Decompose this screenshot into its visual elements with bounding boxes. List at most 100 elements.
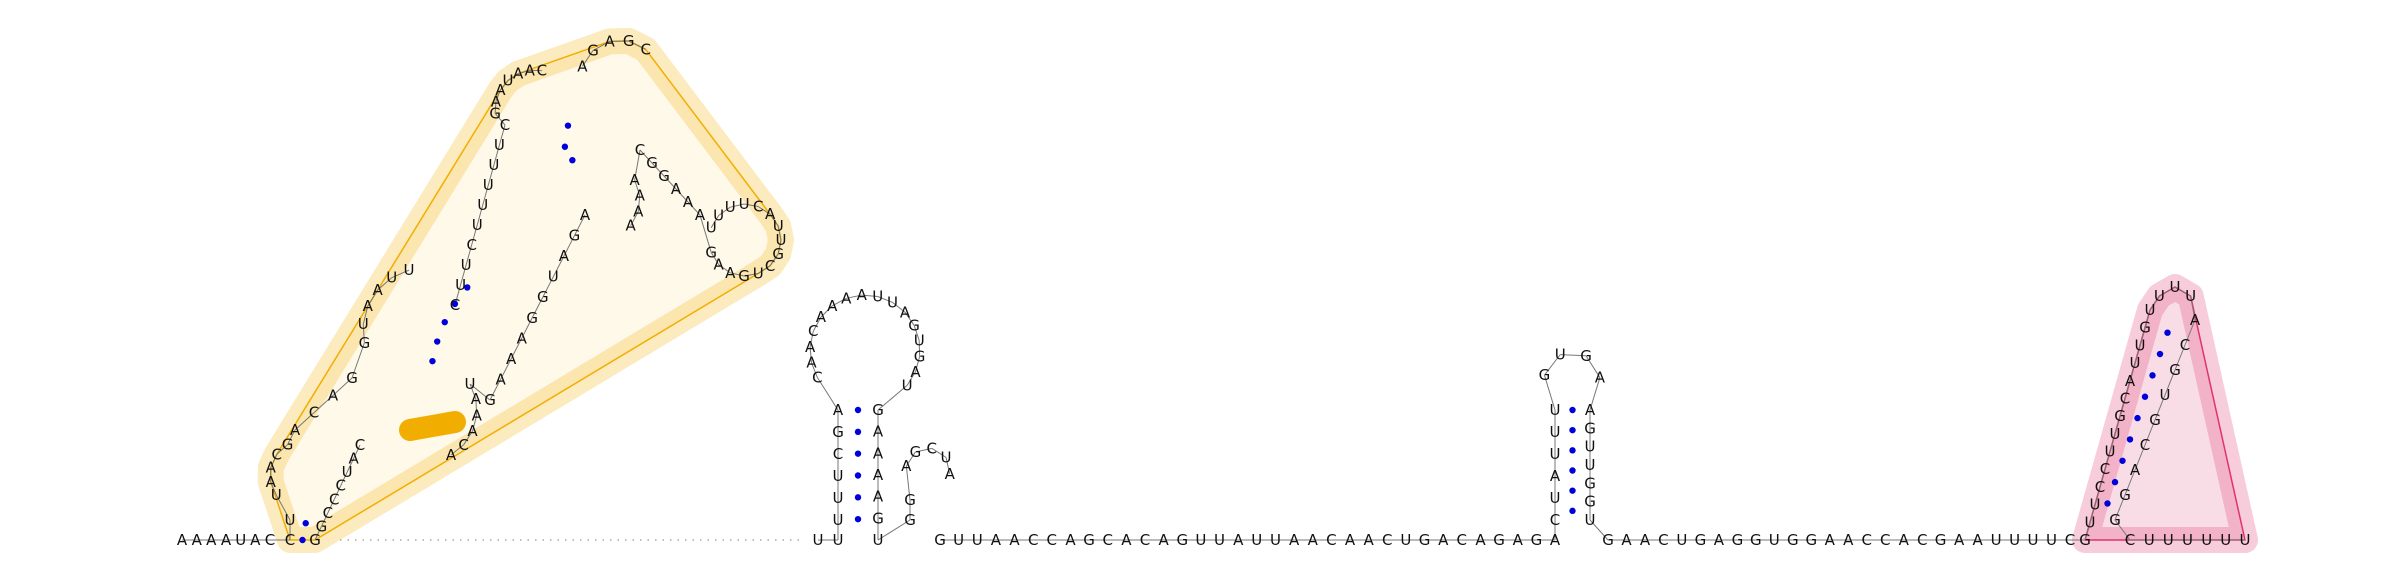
base-pair-dot	[2126, 436, 2134, 443]
nucleotide: U	[455, 276, 466, 294]
nucleotide: G	[908, 316, 920, 334]
nucleotide: A	[467, 422, 478, 440]
base-pair-dot	[2134, 414, 2141, 422]
backbone-bond	[2174, 286, 2191, 297]
domain-outlines	[257, 27, 2258, 553]
backbone-bond	[757, 265, 771, 274]
nucleotide: G	[282, 436, 294, 454]
backbone-bond	[2084, 522, 2091, 541]
nucleotide: A	[577, 57, 588, 75]
nucleotide: U	[2046, 531, 2057, 549]
nucleotide: C	[1382, 531, 1392, 549]
nucleotide: A	[491, 92, 502, 110]
nucleotide: A	[221, 531, 232, 549]
nucleotide: G	[1539, 366, 1551, 384]
backbone-bond	[2184, 319, 2196, 346]
nucleotide: A	[725, 264, 736, 282]
nucleotide: A	[363, 297, 374, 315]
nucleotide: U	[342, 463, 353, 481]
nucleotide: G	[934, 531, 946, 549]
nucleotide: A	[991, 531, 1002, 549]
nucleotide: U	[2220, 531, 2231, 549]
backbone-bond	[769, 253, 779, 267]
backbone-bond	[846, 294, 862, 299]
nucleotide: C	[833, 445, 843, 463]
nucleotide: A	[506, 350, 517, 368]
backbone-bond	[744, 203, 759, 207]
backbone-bond	[675, 188, 689, 203]
backbone-bond	[500, 358, 512, 380]
nucleotide: C	[285, 531, 295, 549]
backbone-bond	[906, 371, 916, 386]
nucleotide: G	[1176, 531, 1188, 549]
nucleotide: U	[1400, 531, 1411, 549]
base-pair-dot	[2164, 329, 2171, 336]
nucleotide: G	[623, 32, 635, 50]
nucleotide: U	[2009, 531, 2020, 549]
nucleotide: A	[901, 457, 912, 475]
backbone-bond	[510, 338, 523, 360]
backbone-bond	[563, 235, 575, 257]
nucleotide: U	[1676, 531, 1687, 549]
backbone-bond	[294, 412, 315, 431]
nucleotide: U	[2240, 531, 2251, 549]
nucleotide: U	[1195, 531, 1206, 549]
nucleotide: U	[833, 511, 844, 529]
nucleotide: G	[1580, 347, 1592, 365]
backbone-bond	[270, 481, 277, 496]
backbone-bond	[276, 444, 288, 455]
nucleotide: A	[900, 303, 911, 321]
backbone-bond	[687, 201, 701, 216]
nucleotide: A	[1121, 531, 1132, 549]
backbone-bond	[931, 447, 947, 458]
nucleotide: U	[1585, 456, 1596, 474]
backbone-bond	[811, 362, 818, 378]
backbone-bond	[913, 325, 920, 341]
nucleotide: C	[812, 369, 822, 387]
nucleotide: G	[309, 531, 321, 549]
nucleotide: G	[1584, 474, 1596, 492]
nucleotide: G	[904, 491, 916, 509]
nucleotide: G	[646, 154, 658, 172]
nucleotide: A	[1585, 401, 1596, 419]
backbone-bond	[472, 415, 478, 432]
nucleotide: A	[372, 281, 383, 299]
nucleotide: A	[2125, 372, 2136, 390]
backbone-bond	[2119, 398, 2126, 417]
nucleotide: G	[1584, 493, 1596, 511]
nucleotide: A	[266, 458, 277, 476]
nucleotide: C	[1140, 531, 1150, 549]
nucleotide: U	[2090, 496, 2101, 514]
base-pair-dot	[441, 318, 448, 326]
backbone-bond	[2190, 295, 2196, 321]
backbone-bond	[730, 272, 745, 277]
backbone-bond	[460, 264, 467, 286]
backbone-bond	[905, 451, 916, 467]
backbone-bond	[2164, 369, 2176, 396]
domain-1-highlight	[399, 411, 466, 441]
nucleotide: A	[2130, 461, 2141, 479]
nucleotide: C	[1102, 531, 1112, 549]
nucleotide: U	[2163, 531, 2174, 549]
backbone-bond	[581, 50, 594, 67]
nucleotide: A	[1233, 531, 1244, 549]
nucleotide: A	[604, 32, 615, 50]
base-pair-dot	[1569, 487, 1576, 494]
backbone-bond	[2114, 416, 2121, 434]
nucleotide: G	[1602, 531, 1614, 549]
nucleotide: G	[1531, 531, 1543, 549]
backbone-bond	[494, 101, 497, 114]
nucleotide: A	[348, 450, 359, 468]
nucleotide: A	[633, 203, 644, 221]
base-pair-dot	[854, 472, 862, 479]
nucleotide: C	[2065, 531, 2075, 549]
backbone-bond	[340, 471, 348, 486]
nucleotide: A	[945, 465, 956, 483]
nucleotide: C	[1658, 531, 1668, 549]
backbone-bond	[2154, 394, 2166, 421]
nucleotide: U	[1769, 531, 1780, 549]
nucleotide: A	[580, 206, 591, 224]
nucleotide: U	[503, 72, 514, 90]
nucleotide: C	[458, 436, 468, 454]
